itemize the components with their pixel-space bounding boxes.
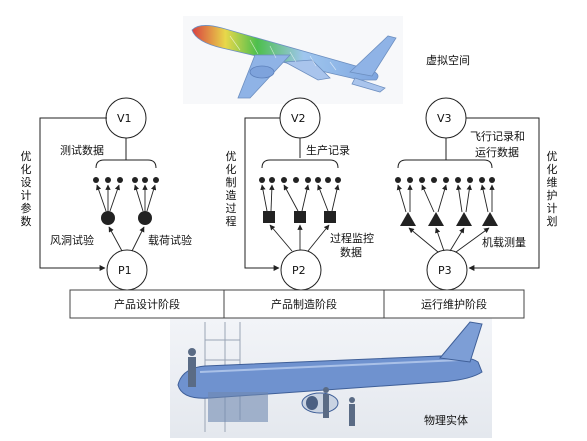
v2-label: V2 <box>291 112 306 125</box>
process-monitor-label-2: 数据 <box>340 246 362 259</box>
feedback-manufacturing-label: 优化制造过程 <box>225 150 237 228</box>
phase-design: 产品设计阶段 <box>114 298 180 311</box>
feedback-maintenance-label: 优化维护计划 <box>546 150 558 228</box>
physical-airplane-image <box>170 318 492 438</box>
test-data-label: 测试数据 <box>60 144 104 157</box>
v1-label: V1 <box>117 112 132 125</box>
load-test-label: 载荷试验 <box>148 234 192 247</box>
v3-label: V3 <box>437 112 452 125</box>
phase-manufacturing: 产品制造阶段 <box>271 298 337 311</box>
flight-record-label-1: 飞行记录和 <box>470 130 525 143</box>
feedback-design-label: 优化设计参数 <box>20 150 32 228</box>
virtual-space-label: 虚拟空间 <box>426 54 470 67</box>
p1-label: P1 <box>118 264 132 277</box>
physical-entity-label: 物理实体 <box>424 414 468 427</box>
phase-operation: 运行维护阶段 <box>421 298 487 311</box>
p3-label: P3 <box>438 264 452 277</box>
wind-tunnel-label: 风洞试验 <box>50 234 94 247</box>
process-monitor-label-1: 过程监控 <box>330 232 374 245</box>
onboard-measure-label: 机载测量 <box>482 236 526 249</box>
flight-record-label-2: 运行数据 <box>475 146 519 159</box>
p2-label: P2 <box>292 264 306 277</box>
virtual-airplane-image <box>183 16 403 104</box>
production-record-label: 生产记录 <box>306 144 350 157</box>
